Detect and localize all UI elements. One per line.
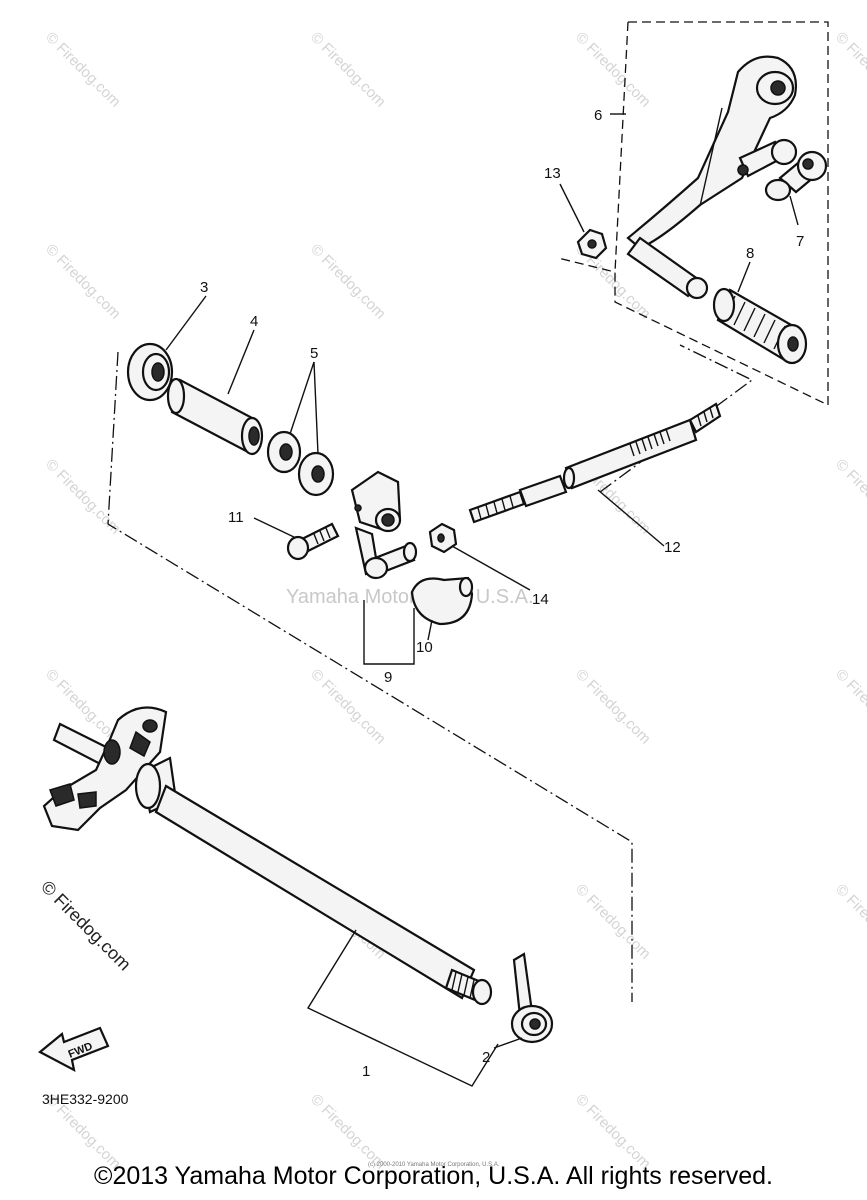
pedal-rubber <box>712 287 808 365</box>
leader-12 <box>597 489 665 547</box>
pedal-assembly-box <box>557 21 829 407</box>
nut-13 <box>576 228 608 260</box>
watermark: © Firedog.com <box>572 666 654 748</box>
part-label-3: 3 <box>200 279 208 296</box>
part-label-5: 5 <box>310 345 318 362</box>
leader-11 <box>253 517 297 539</box>
shift-rod-12 <box>468 402 722 524</box>
return-spring-2 <box>510 952 554 1044</box>
watermark: © Firedog.com <box>572 1091 654 1173</box>
part-label-8: 8 <box>746 245 754 262</box>
part-label-1: 1 <box>362 1063 370 1080</box>
assembly-line <box>107 351 633 1002</box>
watermark: © Firedog.com <box>307 1091 389 1173</box>
part-label-11: 11 <box>228 509 244 526</box>
part-label-10: 10 <box>416 639 433 656</box>
leader-13 <box>559 183 585 233</box>
part-label-13: 13 <box>544 165 561 182</box>
part-label-2: 2 <box>482 1049 490 1066</box>
diagram-code: 3HE332-9200 <box>42 1091 129 1107</box>
watermark: © Firedog.com <box>307 241 389 323</box>
copyright-notice: ©2013 Yamaha Motor Corporation, U.S.A. A… <box>94 1162 773 1190</box>
firedog-mark: © Firedog.com <box>37 877 135 975</box>
leader-3 <box>165 295 207 351</box>
bracket-9 <box>363 600 415 665</box>
leader-14 <box>451 545 531 591</box>
watermark: © Firedog.com <box>307 666 389 748</box>
assembly-line <box>599 344 754 493</box>
watermark: © Firedog.com <box>832 666 867 748</box>
oil-seal-3 <box>126 342 174 402</box>
part-label-9: 9 <box>384 669 392 686</box>
part-label-7: 7 <box>796 233 804 250</box>
leader-7 <box>789 195 799 226</box>
watermark: © Firedog.com <box>572 29 654 111</box>
part-label-4: 4 <box>250 313 258 330</box>
watermark: © Firedog.com <box>42 241 124 323</box>
watermark: © Firedog.com <box>832 29 867 111</box>
watermark: © Firedog.com <box>42 29 124 111</box>
shift-pedal-arm <box>626 55 828 300</box>
part-label-12: 12 <box>664 539 681 556</box>
joint-10 <box>410 576 474 626</box>
bracket-1 <box>306 929 499 1087</box>
collar-4 <box>166 377 264 456</box>
part-label-14: 14 <box>532 591 549 608</box>
watermark: © Firedog.com <box>832 881 867 963</box>
shift-arm-9 <box>350 470 418 580</box>
bearings-5 <box>266 430 335 497</box>
fwd-arrow-icon: FWD <box>38 1026 110 1073</box>
part-label-6: 6 <box>594 107 602 124</box>
watermark: © Firedog.com <box>832 456 867 538</box>
watermark: © Firedog.com <box>572 881 654 963</box>
shift-shaft-1 <box>42 706 493 1006</box>
bolt-11 <box>286 522 340 561</box>
leader-8 <box>737 261 751 293</box>
leader-5a <box>289 361 315 435</box>
leader-2 <box>493 1037 523 1049</box>
watermark: © Firedog.com <box>42 456 124 538</box>
leader-4 <box>227 329 255 395</box>
nut-14 <box>428 522 458 554</box>
pedal-assembly-box-left <box>614 21 629 273</box>
leader-10 <box>427 619 433 641</box>
center-watermark: Yamaha Motor Corp, U.S.A. <box>286 586 534 608</box>
leader-5b <box>313 361 319 455</box>
watermark: © Firedog.com <box>307 29 389 111</box>
small-notice: (c) 2000-2010 Yamaha Motor Corporation, … <box>368 1162 500 1168</box>
